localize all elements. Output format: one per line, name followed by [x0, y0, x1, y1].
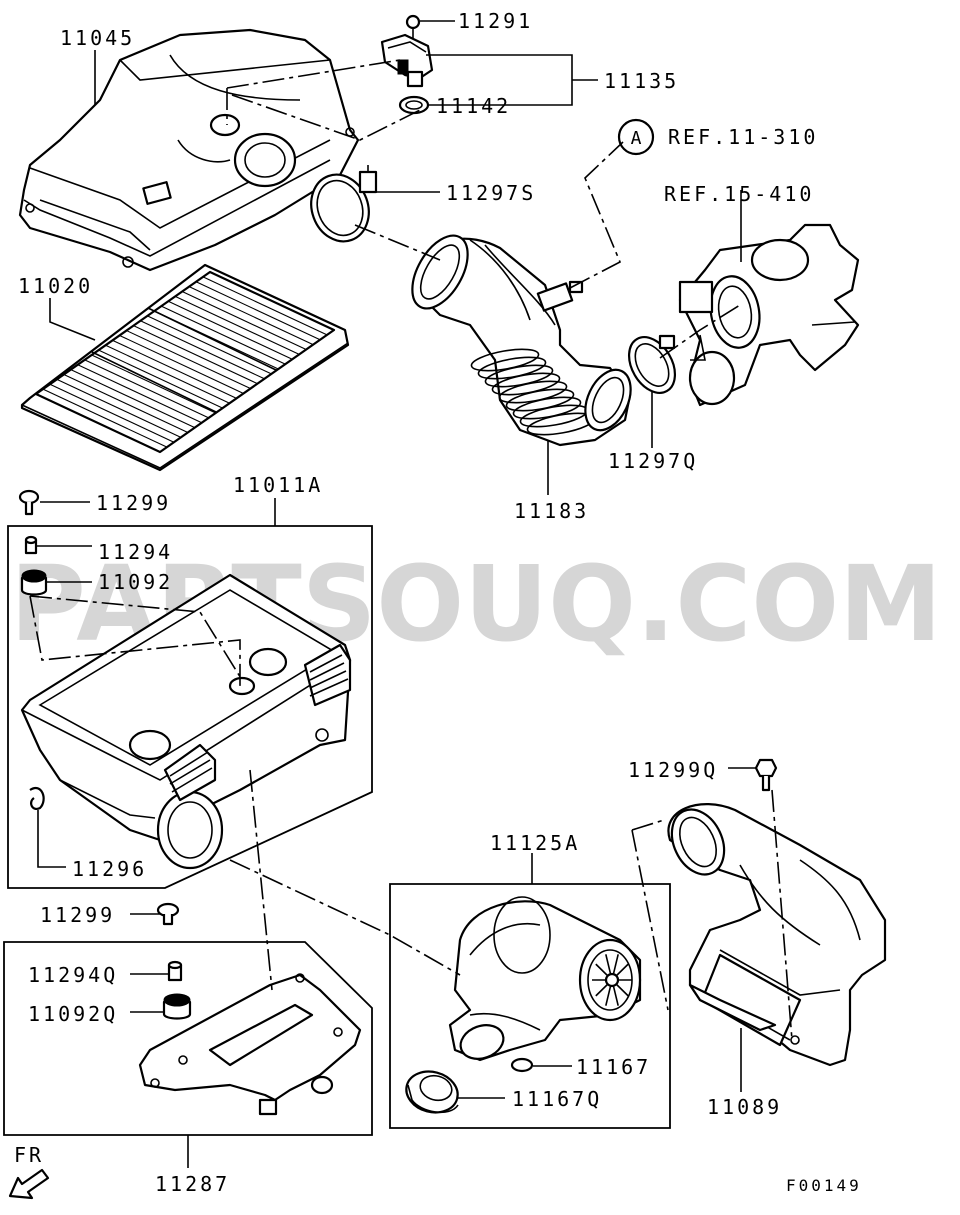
group-box-resonator [389, 883, 671, 1129]
bolt-11299q [754, 758, 778, 792]
filter-pleat [70, 369, 196, 429]
seal-ring-11167q [405, 1070, 459, 1114]
label-11291[interactable]: 11291 [458, 9, 533, 33]
air-cleaner-upper-cover [18, 28, 360, 272]
label-11299q[interactable]: 11299Q [628, 758, 718, 782]
hose-clamp-large [310, 165, 378, 243]
bolt-11299 [18, 489, 40, 516]
air-intake-duct [667, 803, 887, 1067]
assembly-dashed-lines [29, 59, 793, 1041]
airflow-sensor-assembly [380, 14, 434, 115]
air-intake-resonator [448, 896, 642, 1062]
label-11092q[interactable]: 11092Q [28, 1002, 118, 1026]
filter-pleat [209, 271, 335, 331]
grommet-11092q [162, 993, 192, 1020]
label-11287[interactable]: 11287 [155, 1172, 230, 1196]
collar-11294 [24, 535, 38, 555]
filter-pleat [63, 373, 189, 433]
part-labels: 11045 11291 11135 11142 REF.11-310 11297… [18, 9, 862, 1196]
label-11020[interactable]: 11020 [18, 274, 93, 298]
group-box-bracket [3, 941, 373, 1136]
filter-pleat [188, 286, 314, 346]
collar-11294q [167, 960, 183, 982]
label-11089[interactable]: 11089 [707, 1095, 782, 1119]
label-11294[interactable]: 11294 [98, 540, 173, 564]
label-11297q[interactable]: 11297Q [608, 449, 698, 473]
label-11297s[interactable]: 11297S [446, 181, 536, 205]
label-11299-lower[interactable]: 11299 [40, 903, 115, 927]
filter-pleat [147, 315, 272, 375]
filter-pleat [56, 378, 182, 438]
filter-pleat [161, 305, 286, 365]
label-11167q[interactable]: 11167Q [512, 1087, 602, 1111]
label-11135[interactable]: 11135 [604, 69, 679, 93]
ref-11-310-label[interactable]: REF.11-310 [668, 125, 818, 149]
fr-label: FR [14, 1143, 44, 1167]
filter-pleat [84, 359, 209, 419]
filter-pleat [35, 393, 161, 453]
filter-pleat [168, 300, 293, 360]
leader-lines [36, 20, 756, 1168]
filter-pleat [91, 354, 216, 414]
filter-pleat [77, 364, 202, 424]
filter-pleat [42, 388, 168, 448]
callout-a-letter: A [631, 128, 642, 149]
filter-pleat [98, 349, 223, 409]
hose-clamp-small [627, 334, 677, 394]
filter-pleat [195, 281, 321, 341]
throttle-body-reference [678, 223, 860, 407]
ref-15-410-label[interactable]: REF.15-410 [664, 182, 814, 206]
filter-pleat [112, 339, 237, 399]
label-11299[interactable]: 11299 [96, 491, 171, 515]
front-direction-indicator: FR [8, 1143, 50, 1200]
filter-pleat [126, 330, 251, 390]
diagram-code: F00149 [786, 1176, 862, 1195]
grommet-11092 [20, 569, 48, 596]
air-filter-element [20, 263, 350, 472]
filter-pleat [119, 334, 244, 394]
filter-pleat [140, 320, 265, 380]
filter-pleat [181, 291, 307, 351]
air-cleaner-lower-case [20, 573, 352, 870]
label-11142[interactable]: 11142 [436, 94, 511, 118]
filter-pleat [133, 325, 258, 385]
label-11045[interactable]: 11045 [60, 26, 135, 50]
callout-a: A [617, 118, 655, 156]
label-11296[interactable]: 11296 [72, 857, 147, 881]
filter-pleat [174, 295, 300, 355]
grommet-11167 [510, 1057, 534, 1073]
bolt-11299-lower [156, 902, 180, 926]
label-11294q[interactable]: 11294Q [28, 963, 118, 987]
label-11011a[interactable]: 11011A [233, 473, 323, 497]
fr-arrow-icon [8, 1168, 50, 1200]
label-11125a[interactable]: 11125A [490, 831, 580, 855]
filter-pleat [105, 344, 230, 404]
label-11092[interactable]: 11092 [98, 570, 173, 594]
filter-pleat [202, 276, 328, 336]
air-cleaner-bracket [138, 973, 362, 1116]
filter-pleat [49, 383, 175, 443]
group-box-lower-case [7, 525, 373, 889]
label-11167[interactable]: 11167 [576, 1055, 651, 1079]
label-11183[interactable]: 11183 [514, 499, 589, 523]
